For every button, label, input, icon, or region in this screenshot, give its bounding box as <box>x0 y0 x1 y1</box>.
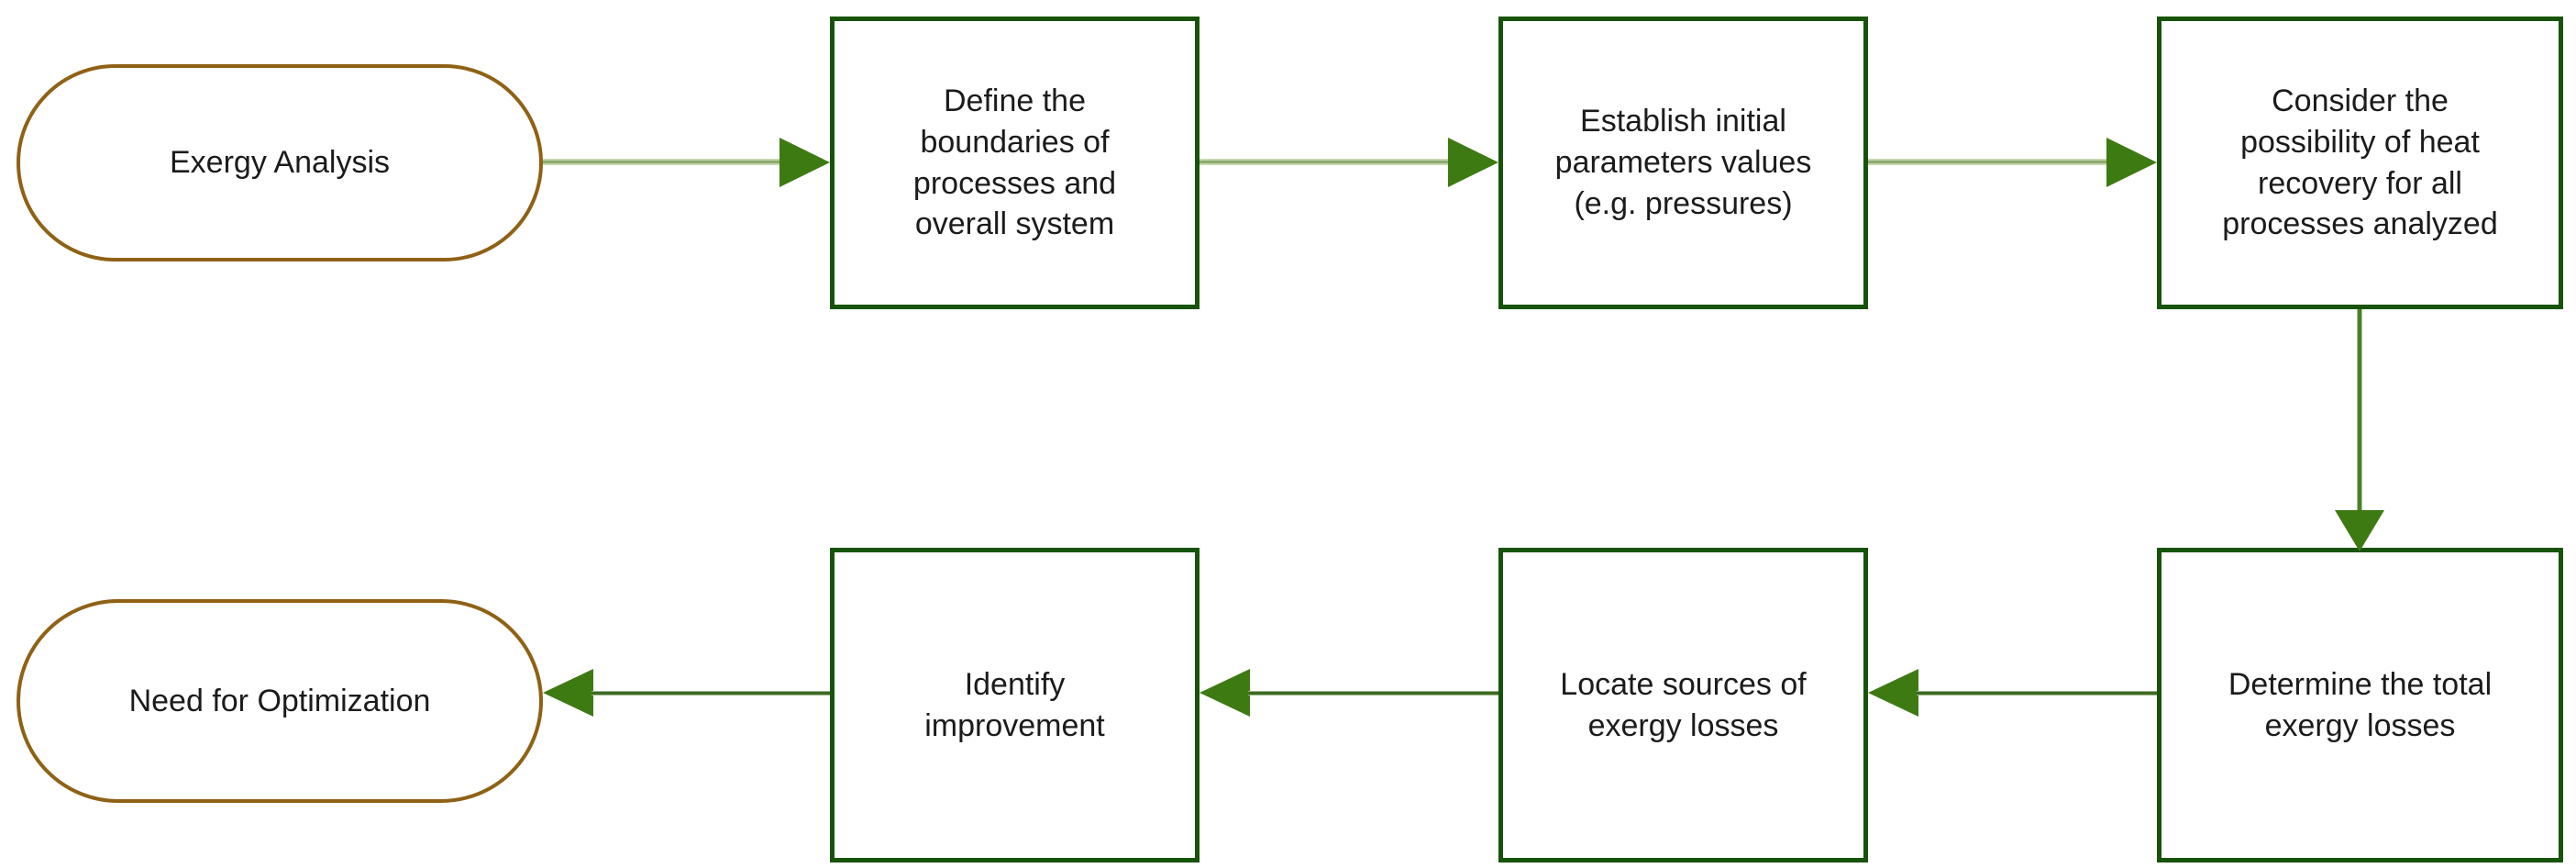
arrow-line <box>1248 691 1498 696</box>
arrow-line <box>1917 691 2157 696</box>
node-locate-sources: Locate sources of exergy losses <box>1498 548 1868 862</box>
arrow-line <box>2357 309 2362 511</box>
node-consider-heat-recovery: Consider the possibility of heat recover… <box>2157 17 2563 309</box>
node-determine-total-losses-label: Determine the total exergy losses <box>2228 666 2493 743</box>
arrow-line <box>1200 159 1450 165</box>
arrowhead-right-icon <box>1448 138 1498 187</box>
node-define-boundaries-label: Define the boundaries of processes and o… <box>912 83 1117 242</box>
node-identify-improvement-label: Identify improvement <box>924 666 1105 743</box>
node-consider-heat-recovery-label: Consider the possibility of heat recover… <box>2222 83 2498 242</box>
node-exergy-analysis: Exergy Analysis <box>17 64 543 262</box>
arrow-line <box>591 691 830 696</box>
arrowhead-left-icon <box>1868 669 1918 717</box>
arrowhead-left-icon <box>1200 669 1250 717</box>
node-define-boundaries: Define the boundaries of processes and o… <box>830 17 1200 309</box>
node-establish-parameters: Establish initial parameters values (e.g… <box>1498 17 1868 309</box>
node-need-for-optimization: Need for Optimization <box>17 599 543 803</box>
node-identify-improvement: Identify improvement <box>830 548 1200 862</box>
node-exergy-analysis-label: Exergy Analysis <box>170 145 390 181</box>
arrowhead-left-icon <box>543 669 593 717</box>
node-establish-parameters-label: Establish initial parameters values (e.g… <box>1554 104 1812 221</box>
arrowhead-right-icon <box>2106 138 2157 187</box>
arrowhead-right-icon <box>779 138 830 187</box>
arrow-line <box>1868 159 2108 165</box>
arrowhead-down-icon <box>2335 510 2384 551</box>
node-need-for-optimization-label: Need for Optimization <box>128 683 431 718</box>
node-locate-sources-label: Locate sources of exergy losses <box>1560 666 1807 743</box>
node-determine-total-losses: Determine the total exergy losses <box>2157 548 2563 862</box>
arrow-line <box>543 159 779 165</box>
